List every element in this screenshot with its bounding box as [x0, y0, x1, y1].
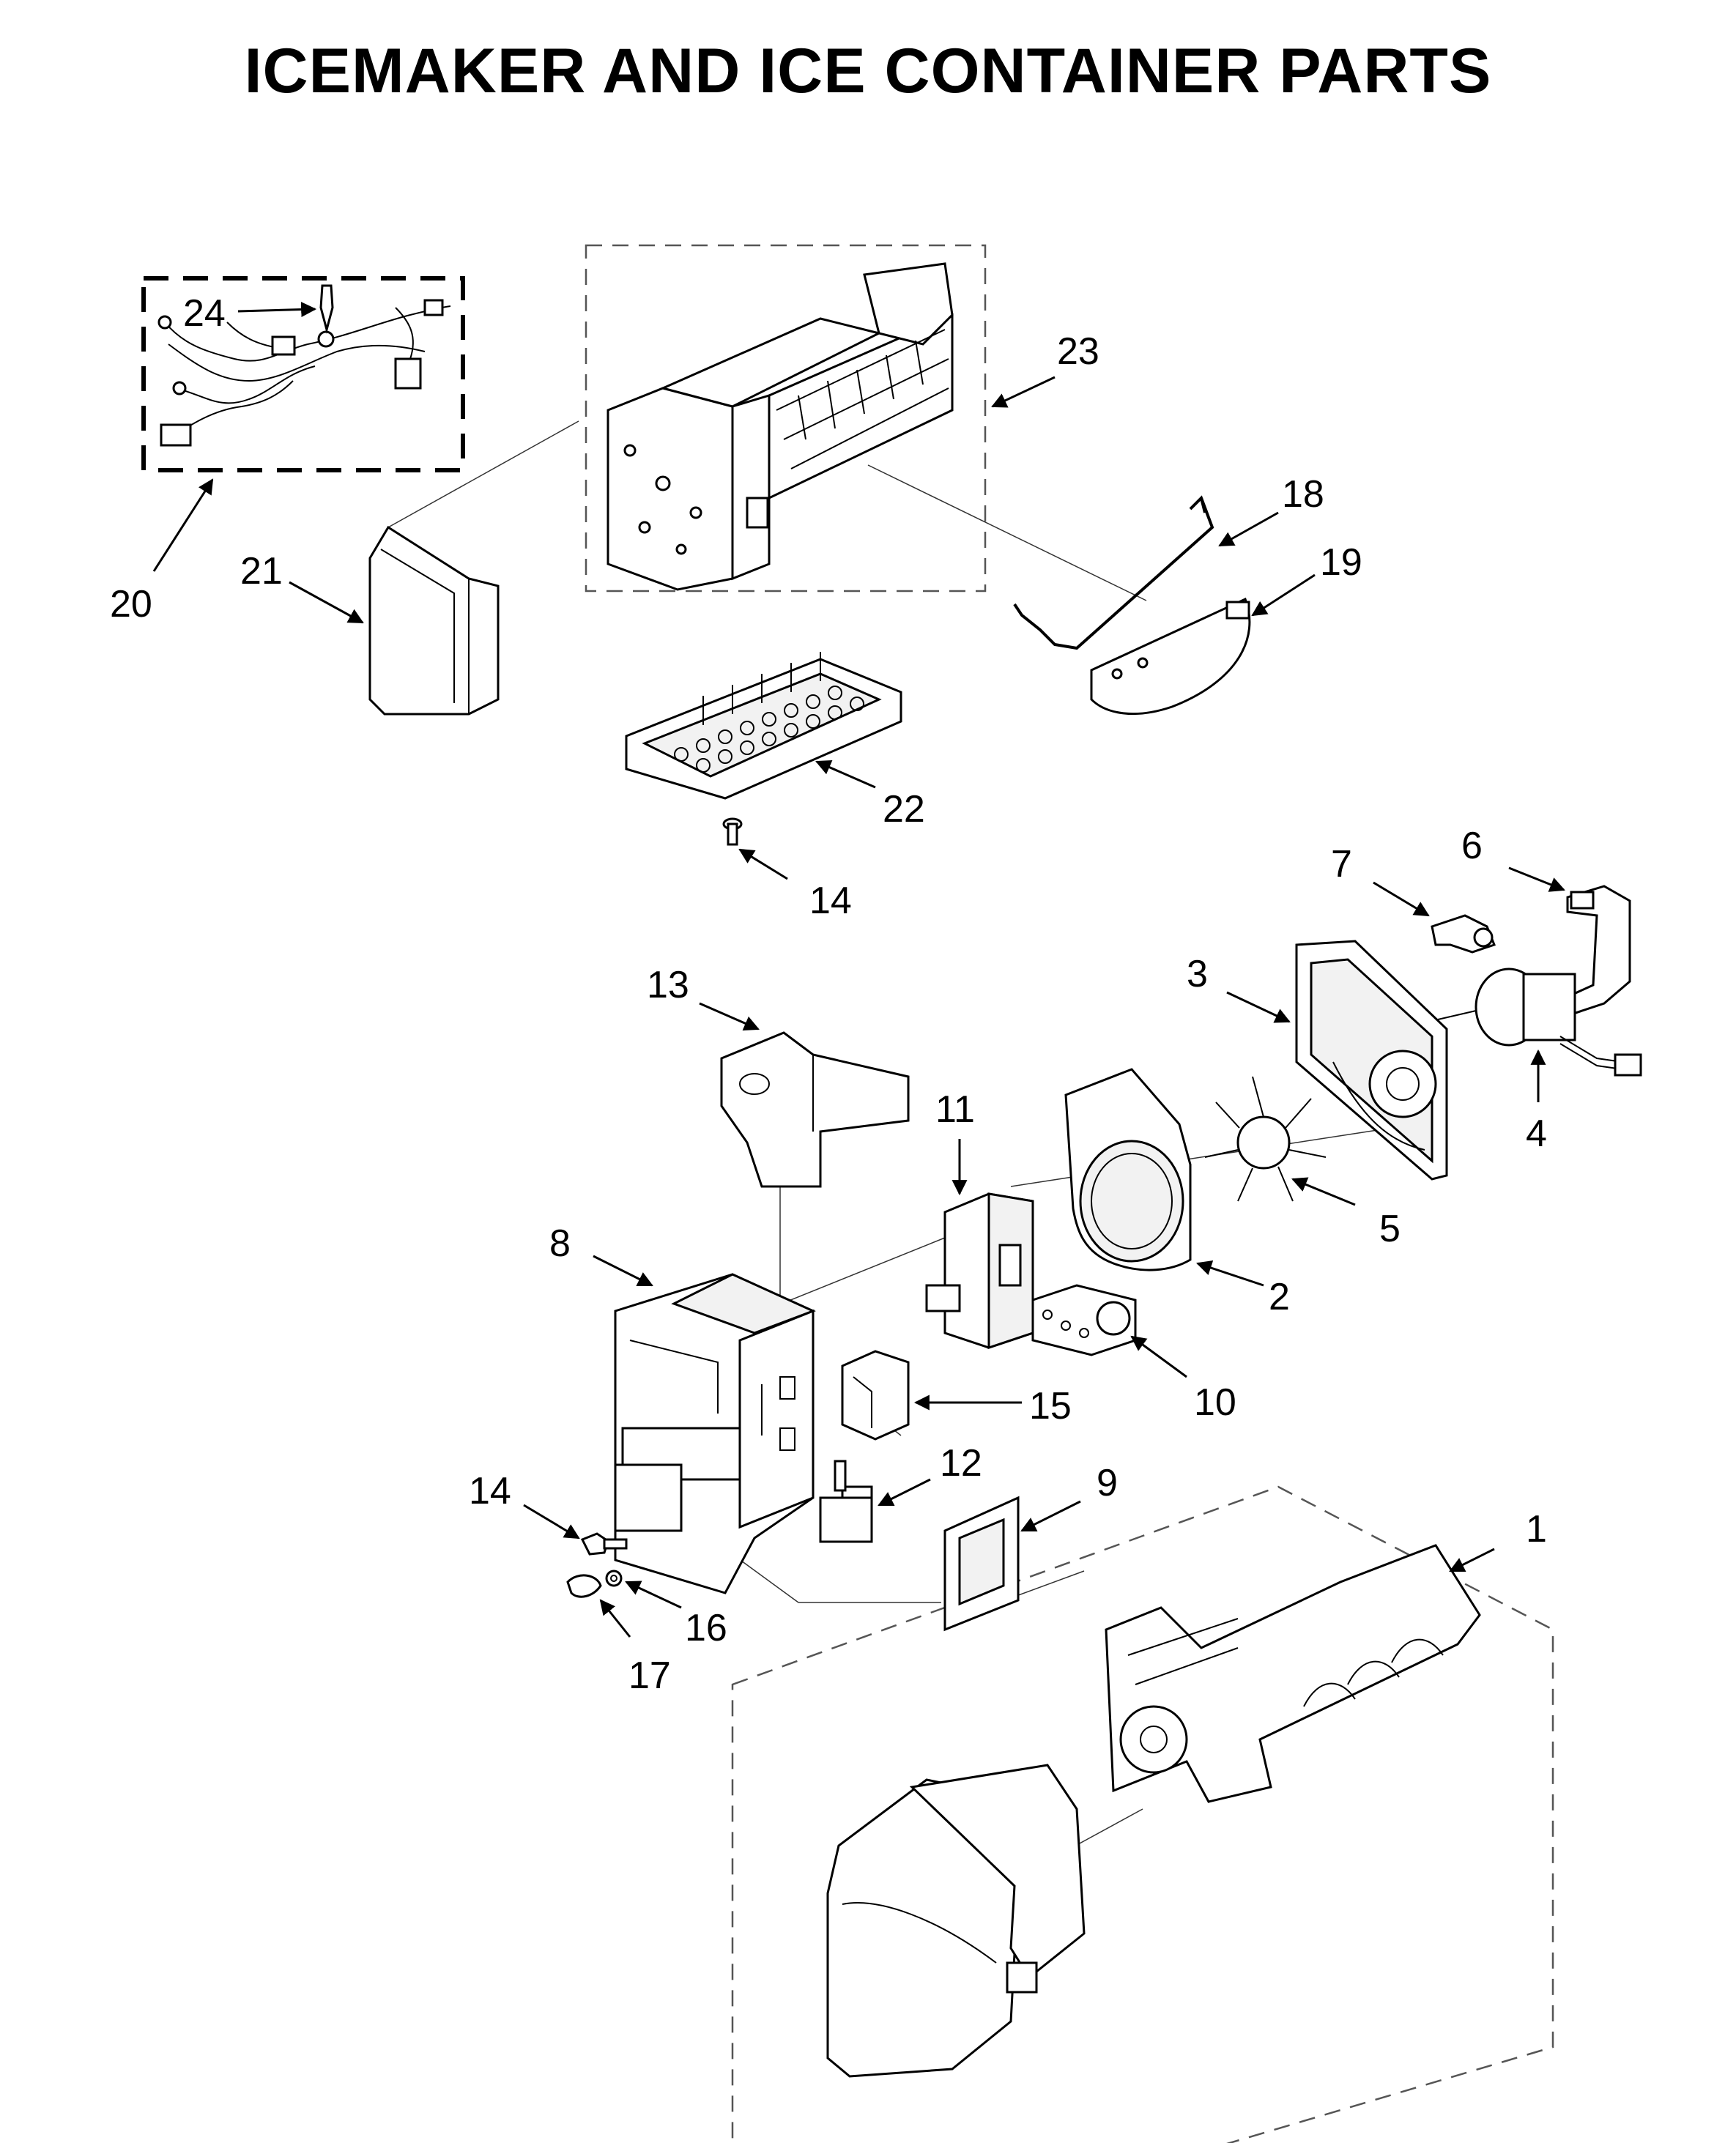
- icemaker-cover: [368, 525, 500, 716]
- leader-arrows: [152, 302, 1565, 1638]
- callout-1: 1: [1526, 1508, 1547, 1550]
- callout-4: 4: [1526, 1113, 1547, 1155]
- callout-5: 5: [1379, 1208, 1401, 1250]
- auger-container: [1105, 1544, 1481, 1803]
- callout-7: 7: [1331, 843, 1352, 885]
- callout-2: 2: [1269, 1276, 1290, 1318]
- callout-8: 8: [549, 1222, 571, 1265]
- fan-blade: [1204, 1076, 1327, 1202]
- solenoid: [819, 1460, 873, 1543]
- callout-23: 23: [1057, 330, 1099, 373]
- callout-16: 16: [685, 1607, 727, 1649]
- callout-21: 21: [240, 550, 283, 593]
- washer: [605, 1570, 623, 1587]
- icemaker-group-outline: [585, 244, 987, 593]
- ice-container-group-outline: [731, 1485, 1554, 2143]
- callout-19: 19: [1320, 541, 1362, 584]
- screw-upper: [722, 817, 743, 846]
- callout-11: 11: [935, 1088, 975, 1131]
- callout-15: 15: [1029, 1385, 1072, 1427]
- page-title: ICEMAKER AND ICE CONTAINER PARTS: [244, 36, 1492, 106]
- callout-24: 24: [183, 292, 226, 335]
- callout-14-upper: 14: [809, 880, 852, 922]
- callout-14-lower: 14: [469, 1470, 511, 1512]
- bail-shield: [1090, 597, 1251, 716]
- fan-motor: [1428, 967, 1642, 1077]
- callout-9: 9: [1097, 1462, 1118, 1504]
- switch-housing: [925, 1192, 1034, 1350]
- ice-chute: [720, 1031, 910, 1188]
- callout-18: 18: [1282, 473, 1324, 516]
- retaining-clip: [566, 1574, 602, 1598]
- ice-container: [826, 1544, 1481, 2078]
- callout-6: 6: [1461, 825, 1483, 867]
- icemaker-assembly: [607, 262, 954, 591]
- dispenser-housing: [614, 1273, 816, 1594]
- callout-13: 13: [647, 964, 689, 1006]
- wire-harness-group-outline: [141, 276, 465, 472]
- shutoff-arm: [1013, 495, 1214, 650]
- fan-shroud: [1064, 1068, 1192, 1271]
- callout-17: 17: [628, 1654, 671, 1697]
- callout-10: 10: [1194, 1381, 1236, 1424]
- fan-housing: [1295, 940, 1448, 1181]
- screw-lower: [580, 1532, 628, 1556]
- dispenser-door: [943, 1496, 1020, 1632]
- ice-mold-tray: [625, 652, 902, 800]
- callout-20: 20: [110, 583, 152, 625]
- callout-12: 12: [940, 1442, 982, 1485]
- motor-bracket-small: [1431, 914, 1496, 954]
- callout-3: 3: [1187, 953, 1208, 995]
- auger-gear-motor: [1031, 1284, 1137, 1356]
- callout-22: 22: [883, 788, 925, 831]
- wire-harness: [157, 284, 451, 447]
- switch-bracket: [841, 1350, 910, 1441]
